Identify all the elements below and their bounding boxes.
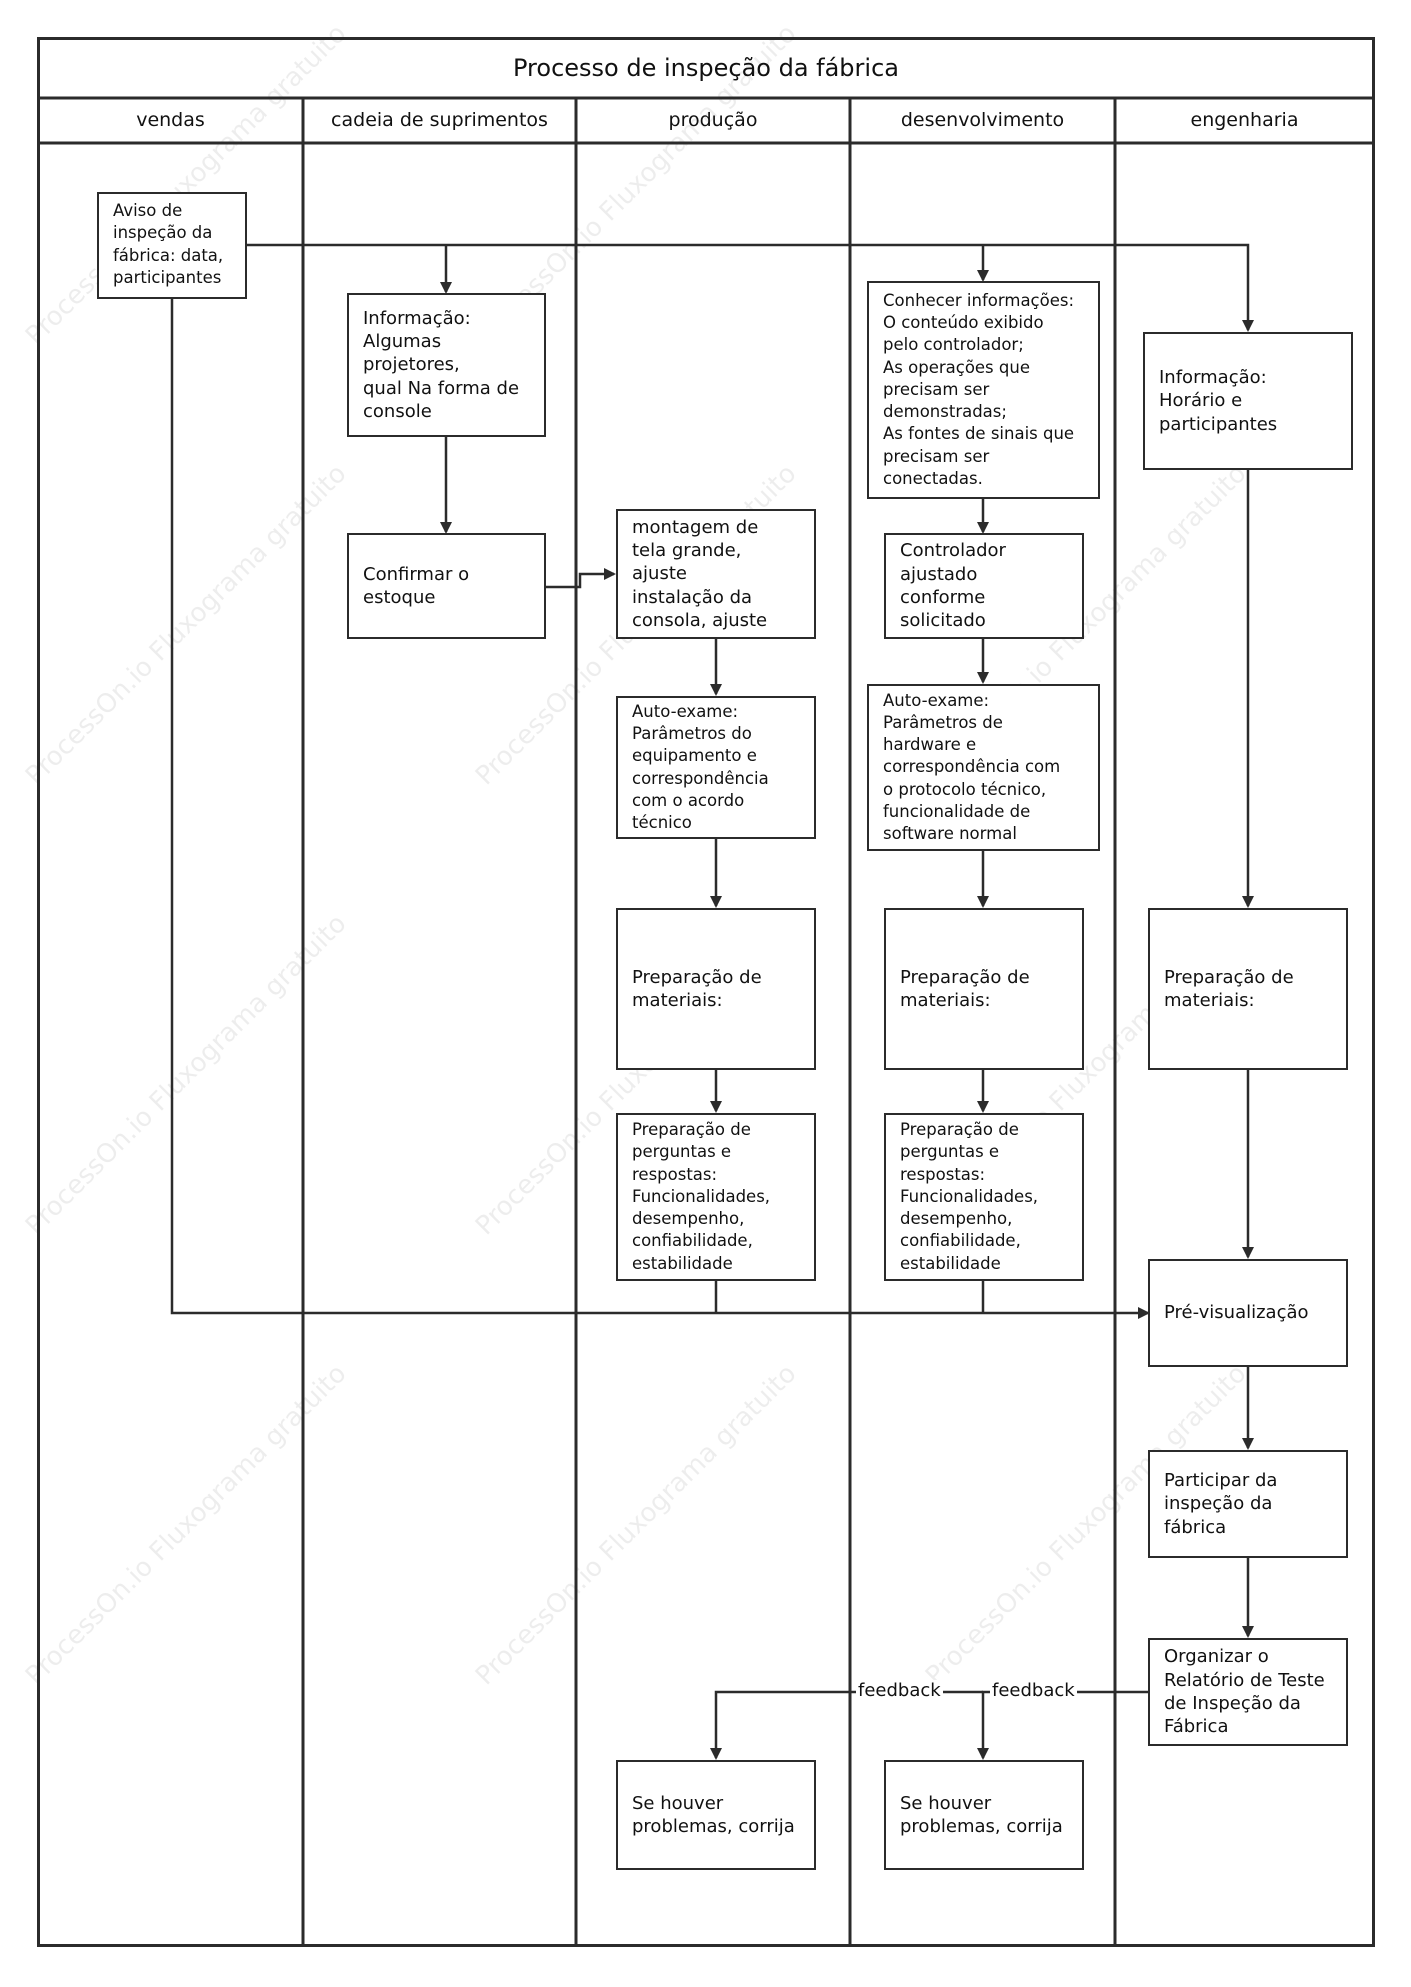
node-confirmar-estoque-text: Confirmar o estoque [363,563,470,608]
node-montagem: montagem de tela grande, ajuste instalaç… [616,509,816,639]
node-prep-materiais-engenharia: Preparação de materiais: [1148,908,1348,1070]
node-corrija-desenvolvimento: Se houver problemas, corrija [884,1760,1084,1870]
node-auto-exame-desenvolvimento: Auto-exame: Parâmetros de hardware e cor… [867,684,1100,851]
node-prep-perguntas-desenvolvimento: Preparação de perguntas e respostas: Fun… [884,1113,1084,1281]
node-auto-exame-producao: Auto-exame: Parâmetros do equipamento e … [616,696,816,839]
edge-feedback-dev [977,1690,1148,1760]
node-controlador-text: Controlador ajustado conforme solicitado [900,540,1006,632]
node-aviso: Aviso de inspeção da fábrica: data, part… [97,192,247,299]
node-conhecer-informacoes-text: Conhecer informações: O conteúdo exibido… [883,290,1075,488]
lane-header-cadeia: cadeia de suprimentos [331,109,548,131]
node-pre-visualizacao-text: Pré-visualização [1164,1302,1309,1324]
node-prep-perguntas-producao-text: Preparação de perguntas e respostas: Fun… [632,1120,771,1273]
node-confirmar-estoque: Confirmar o estoque [347,533,546,639]
node-corrija-desenvolvimento-text: Se houver problemas, corrija [900,1792,1063,1837]
lane-header-vendas: vendas [136,109,205,131]
node-prep-materiais-desenvolvimento-text: Preparação de materiais: [900,966,1030,1011]
diagram-title: Processo de inspeção da fábrica [513,54,899,82]
node-corrija-producao: Se houver problemas, corrija [616,1760,816,1870]
node-info-engenharia-text: Informação: Horário e participantes [1159,366,1278,435]
node-pre-visualizacao: Pré-visualização [1148,1259,1348,1367]
edge-label-feedback: feedback [856,1680,943,1701]
node-prep-perguntas-desenvolvimento-text: Preparação de perguntas e respostas: Fun… [900,1120,1039,1273]
lane-header-engenharia: engenharia [1190,109,1299,131]
node-auto-exame-desenvolvimento-text: Auto-exame: Parâmetros de hardware e cor… [883,690,1061,844]
node-aviso-text: Aviso de inspeção da fábrica: data, part… [113,201,224,287]
pool-frame [37,37,1375,1947]
edge-aviso-eng [247,243,1254,332]
node-prep-materiais-producao-text: Preparação de materiais: [632,966,762,1011]
node-organizar-relatorio-text: Organizar o Relatório de Teste de Inspeç… [1164,1646,1325,1738]
edge-aviso-previs [170,299,1150,1319]
node-prep-perguntas-producao: Preparação de perguntas e respostas: Fun… [616,1113,816,1281]
node-conhecer-informacoes: Conhecer informações: O conteúdo exibido… [867,281,1100,499]
node-participar-text: Participar da inspeção da fábrica [1164,1469,1278,1538]
edge-label-feedback: feedback [990,1680,1077,1701]
lane-header-producao: produção [668,109,758,131]
node-organizar-relatorio: Organizar o Relatório de Teste de Inspeç… [1148,1638,1348,1746]
node-participar: Participar da inspeção da fábrica [1148,1450,1348,1558]
node-info-engenharia: Informação: Horário e participantes [1143,332,1353,470]
node-corrija-producao-text: Se houver problemas, corrija [632,1792,795,1837]
node-prep-materiais-producao: Preparação de materiais: [616,908,816,1070]
lane-header-desenvolvimento: desenvolvimento [900,109,1065,131]
node-prep-materiais-desenvolvimento: Preparação de materiais: [884,908,1084,1070]
node-info-suprimentos: Informação: Algumas projetores, qual Na … [347,293,546,437]
node-montagem-text: montagem de tela grande, ajuste instalaç… [632,516,768,632]
edge-confirmar-montagem [546,568,616,589]
node-controlador: Controlador ajustado conforme solicitado [884,533,1084,639]
node-prep-materiais-engenharia-text: Preparação de materiais: [1164,966,1294,1011]
node-info-suprimentos-text: Informação: Algumas projetores, qual Na … [363,307,520,423]
node-auto-exame-producao-text: Auto-exame: Parâmetros do equipamento e … [632,701,769,833]
